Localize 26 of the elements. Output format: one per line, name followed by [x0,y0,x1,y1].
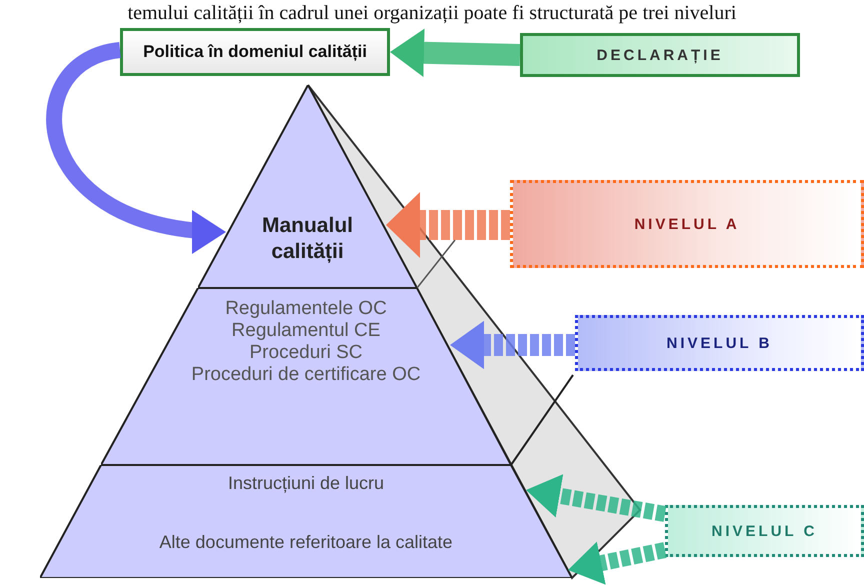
label-text: NIVELUL B [666,334,772,352]
label-text: DECLARAȚIE [596,46,724,64]
label-text: NIVELUL A [634,216,740,232]
level-text: Manualul calității [260,213,354,265]
block-arrow [450,320,575,370]
arrow-body [520,33,800,77]
level-text: Alte documente referitoare la calitate [159,532,453,553]
level-text: Regulamentul CE [232,320,380,342]
intro-text: temului calității în cadrul unei organizații poate fi structurată pe trei niveluri [126,2,738,25]
pyramid-level [198,85,417,288]
pyramid-level [101,288,511,465]
arrow-body [665,505,864,557]
level-text: Regulamentele OC [225,298,387,320]
level-text: Proceduri de certificare OC [191,364,421,386]
policy-box [120,28,390,76]
block-arrow [46,42,227,252]
block-arrow [524,474,666,522]
level-text: Proceduri SC [250,342,362,364]
arrow-body [510,180,864,268]
block-arrow [566,542,667,585]
arrow-body [575,315,864,371]
label-text: NIVELUL C [712,522,818,540]
label-text: Politica în domeniul calității [143,42,367,62]
block-arrow [390,28,520,77]
pyramid-level [40,465,572,578]
level-text: Instrucțiuni de lucru [228,473,384,494]
